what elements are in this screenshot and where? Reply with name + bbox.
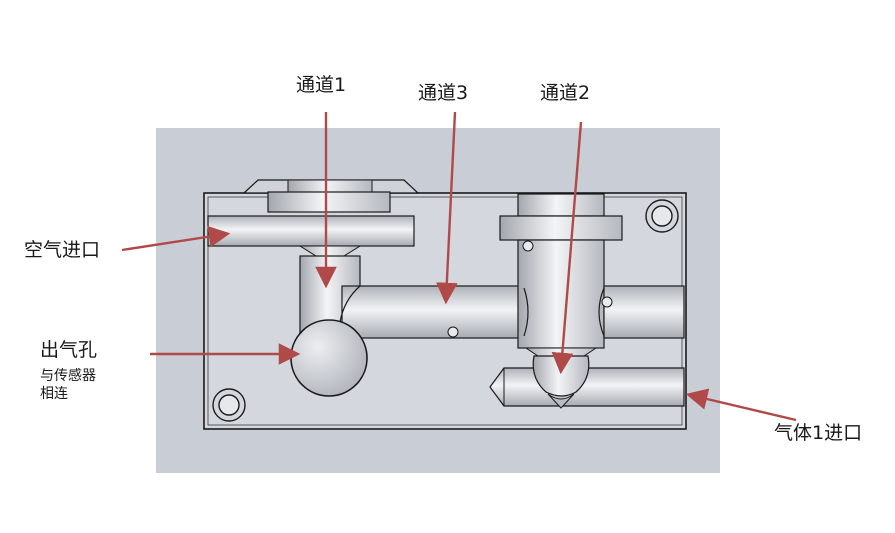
channel2-left-intersection: [523, 287, 529, 337]
arrow-channel3: [436, 111, 458, 305]
arrow-gas1-inlet: [685, 388, 797, 422]
top-cap: [267, 191, 391, 213]
air-inlet-channel: [207, 215, 415, 247]
outlet-hole: [290, 319, 368, 397]
small-hole-right-channel: [601, 296, 613, 308]
label-channel3: 通道3: [418, 82, 469, 104]
channel2-cone-cup: [532, 355, 590, 397]
channel2-flange: [499, 215, 623, 241]
label-outlet-note-line2: 相连: [40, 386, 68, 402]
screw-hole-top-right-inner: [651, 205, 673, 227]
screw-hole-bottom-left-inner: [218, 394, 240, 416]
arrow-channel2: [551, 121, 583, 375]
right-side-channel: [603, 285, 685, 339]
label-air-inlet: 空气进口: [24, 239, 101, 261]
channel2-neck: [524, 347, 598, 357]
channel2-top-housing: [517, 193, 605, 217]
small-hole-channel2-left: [522, 240, 534, 252]
top-cap-upper: [287, 179, 373, 193]
label-gas1-inlet: 气体1进口: [774, 422, 863, 444]
channel2-cone-tip: [547, 393, 575, 409]
channel2-right-intersection: [598, 287, 605, 337]
label-outlet-note-line1: 与传感器: [40, 368, 96, 384]
arrow-air-inlet: [121, 225, 231, 252]
channel1-channel3-intersection: [339, 285, 361, 323]
small-hole-channel3: [447, 326, 459, 338]
label-channel2: 通道2: [540, 82, 591, 104]
channel2-bore: [517, 239, 605, 349]
channel3-bore: [341, 285, 525, 339]
label-channel1: 通道1: [296, 74, 347, 96]
label-outlet-hole: 出气孔: [40, 339, 98, 361]
